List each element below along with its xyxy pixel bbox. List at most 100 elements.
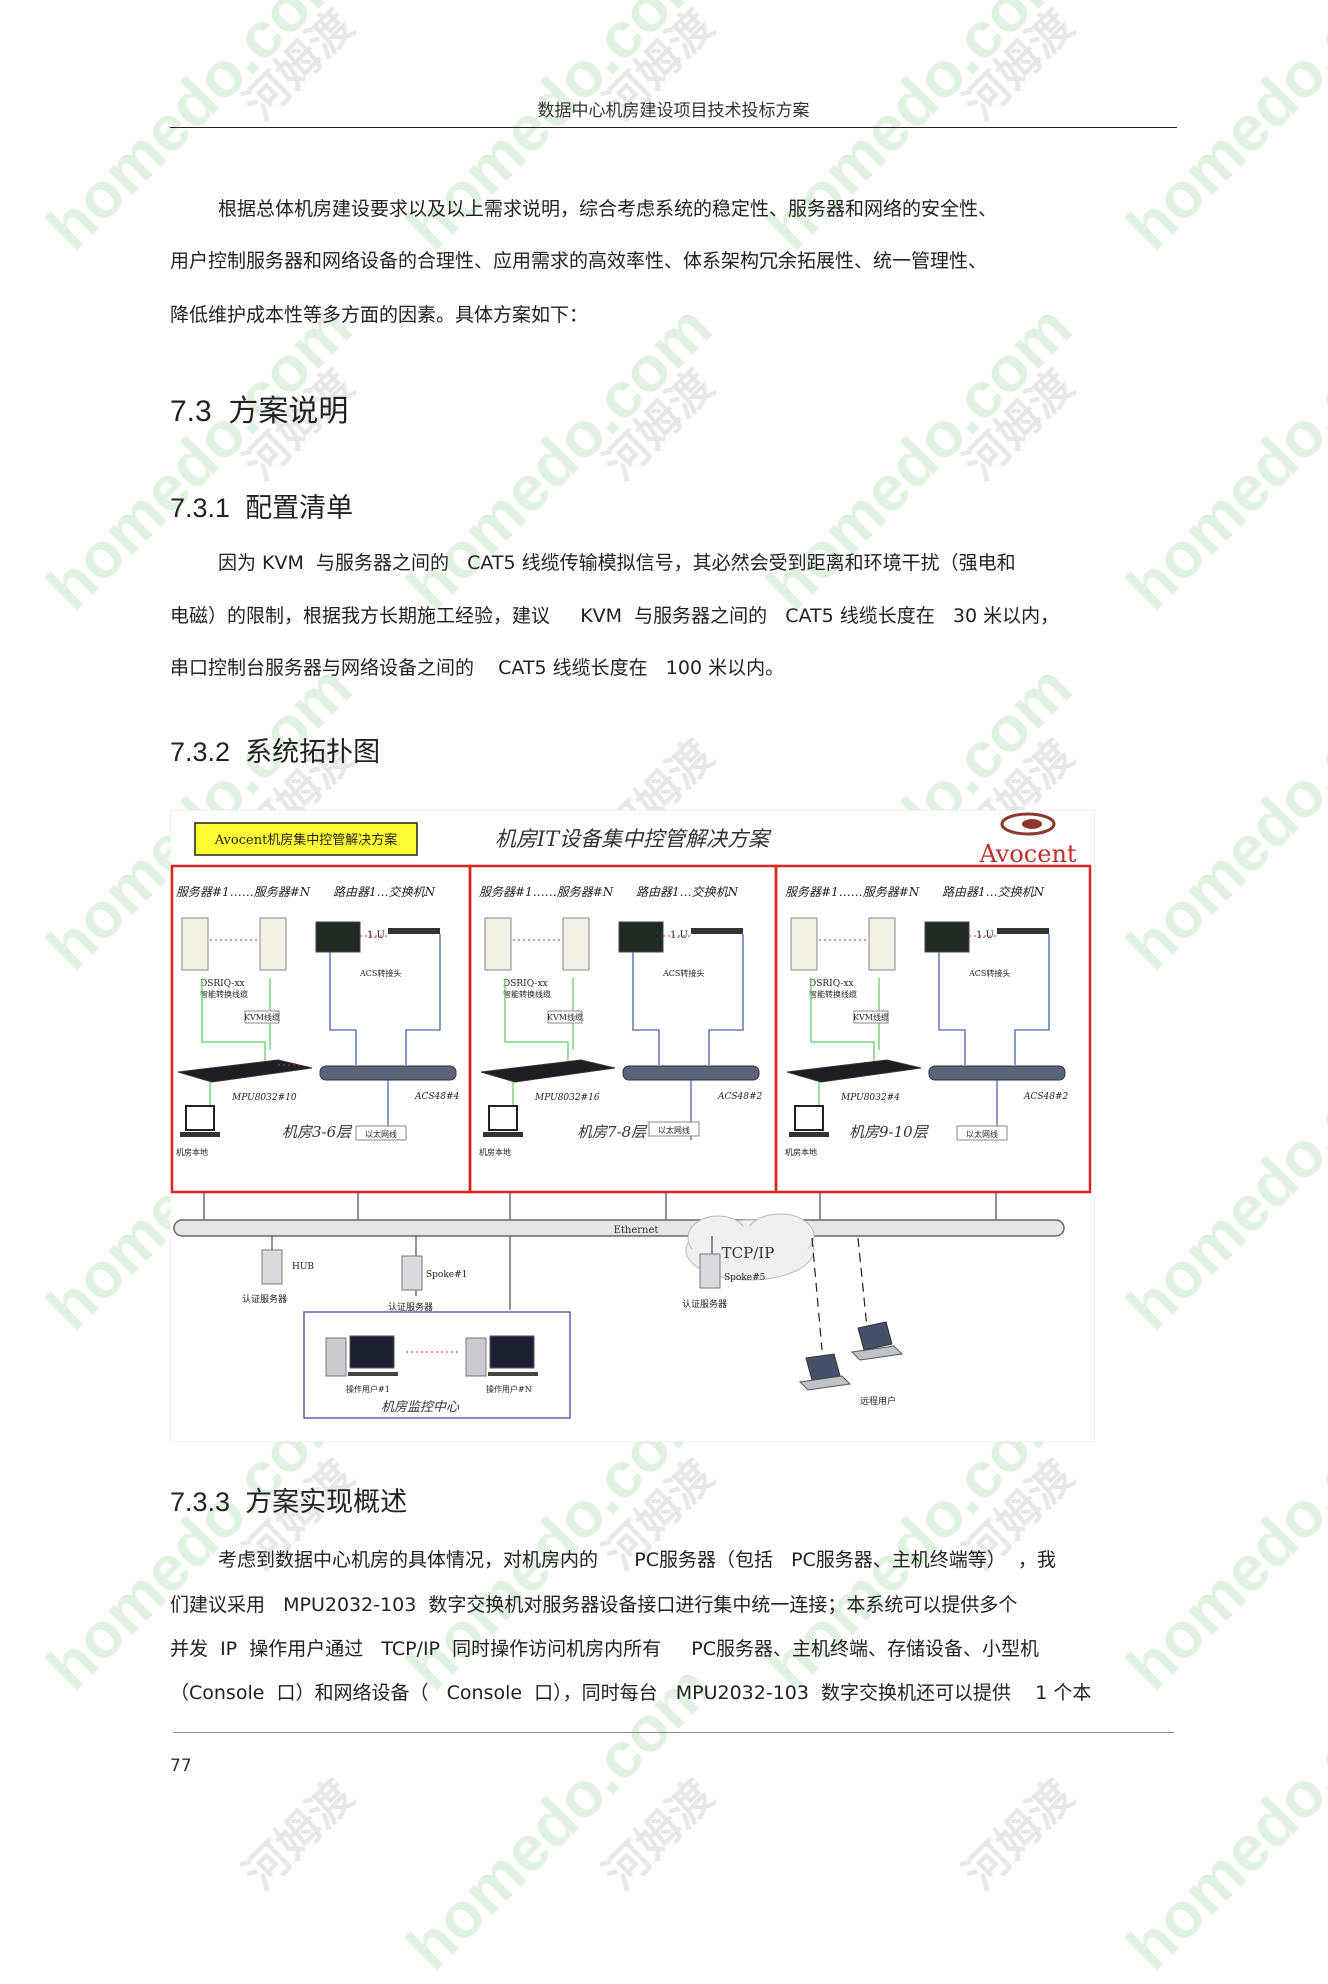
remote-link (811, 1237, 823, 1351)
dsr-sub-label: 智能转换线缆 (809, 989, 857, 999)
auth-server (699, 1253, 721, 1289)
workstation-monitor (489, 1335, 535, 1369)
avocent-logo: Avocent (978, 812, 1077, 868)
laptop-icon (805, 1353, 841, 1381)
serial-cable (938, 952, 966, 1065)
badge-text: Avocent机房集中控管解决方案 (214, 832, 398, 848)
kvm-switch (786, 1059, 922, 1083)
body-line: 们建议采用 MPU2032-103 数字交换机对服务器设备接口进行集中统一连接；… (170, 1594, 1018, 1616)
ethernet-tag-label: 以太网线 (658, 1125, 690, 1135)
local-label: 机房本地 (176, 1147, 208, 1157)
section-title: 系统拓扑图 (245, 737, 381, 767)
intro-line: 用户控制服务器和网络设备的合理性、应用需求的高效率性、体系架构冗余拓展性、统一管… (170, 250, 988, 272)
brand-text: Avocent (978, 840, 1076, 868)
section-number: 7.3.1 (170, 493, 231, 523)
hub-label: HUB (292, 1262, 314, 1272)
watermark-text: homedo.com (392, 0, 726, 264)
diagram-frame (170, 810, 1095, 1442)
acs-head-label: ACS转接头 (662, 968, 704, 978)
kvm-cable (810, 978, 875, 1068)
zone-2: 服务器#1……服务器#N 路由器1…交换机N DSRIQ-xx 智能转换线缆 1… (479, 885, 763, 1157)
ethernet-tag (956, 1125, 1008, 1141)
kvm-cable-label: KVM线缆 (547, 1012, 583, 1022)
acs-server (622, 1065, 760, 1081)
kvm-cable-tag (244, 1010, 280, 1024)
section-title: 方案说明 (228, 395, 349, 428)
section-title: 配置清单 (245, 493, 354, 523)
local-monitor (794, 1105, 824, 1131)
room-label: 机房3-6层 (282, 1123, 353, 1141)
watermark-text: homedo.com (1112, 0, 1328, 264)
routers-label: 路由器1…交换机N (636, 885, 739, 899)
room-label: 机房7-8层 (577, 1123, 648, 1141)
page-number: 77 (170, 1756, 192, 1776)
servers-label: 服务器#1……服务器#N (176, 885, 311, 899)
body-line: 因为 KVM 与服务器之间的 CAT5 线缆传输模拟信号，其必然会受到距离和环境… (218, 552, 1016, 574)
hub-device (261, 1249, 283, 1285)
laptop-icon (857, 1321, 893, 1351)
dsr-sub-label: 智能转换线缆 (503, 989, 551, 999)
local-keyboard (180, 1132, 220, 1137)
local-monitor (185, 1105, 215, 1131)
topology-diagram: Avocent机房集中控管解决方案 机房IT设备集中控管解决方案 Avocent… (170, 810, 1095, 1442)
acs-model: ACS48#2 (717, 1092, 763, 1102)
watermark-text: 河姆渡 (954, 360, 1084, 490)
local-label: 机房本地 (479, 1147, 511, 1157)
datacenter-zones (170, 864, 1092, 1194)
switch-device (691, 928, 743, 934)
auth-server-label: 认证服务器 (388, 1301, 433, 1313)
monitoring-center: 操作用户#1 操作用户#N 机房监控中心 (303, 1311, 571, 1419)
body-line: 考虑到数据中心机房的具体情况，对机房内的 PC服务器（包括 PC服务器、主机终端… (218, 1549, 1056, 1571)
local-monitor (488, 1105, 518, 1131)
intro-line: 根据总体机房建设要求以及以上需求说明，综合考虑系统的稳定性、服务器和网络的安全性… (218, 198, 998, 220)
kvm-cable (201, 978, 266, 1068)
body-line: 并发 IP 操作用户通过 TCP/IP 同时操作访问机房内所有 PC服务器、主机… (170, 1638, 1040, 1660)
kvm-switch (480, 1059, 616, 1083)
acs-model: ACS48#2 (1023, 1092, 1069, 1102)
acs-server (319, 1065, 457, 1081)
section-heading-7-3: 7.3 方案说明 (170, 386, 348, 430)
kvm-cable-tag (853, 1010, 889, 1024)
intro-line: 降低维护成本性等多方面的因素。具体方案如下： (170, 304, 589, 326)
watermark-text: homedo.com (1112, 290, 1328, 624)
operator-label: 操作用户#N (486, 1384, 532, 1394)
serial-cable (405, 934, 441, 1065)
server-tower (868, 917, 896, 971)
local-keyboard (789, 1132, 829, 1137)
serial-cable (1014, 934, 1050, 1065)
server-tower (484, 917, 512, 971)
routers-label: 路由器1…交换机N (333, 885, 436, 899)
remote-user-label: 远程用户 (860, 1395, 896, 1407)
body-line: （Console 口）和网络设备（ Console 口），同时每台 MPU203… (170, 1682, 1092, 1704)
serial-cable (632, 952, 660, 1065)
ethernet-backbone: Ethernet (173, 1219, 1065, 1237)
lower-devices: HUB 认证服务器 Spoke#1 认证服务器 Spoke#5 认证服务器 远程… (242, 1236, 904, 1407)
acs-model: ACS48#4 (414, 1092, 460, 1102)
workstation-tower (465, 1337, 487, 1377)
operator-label: 操作用户#1 (346, 1384, 390, 1394)
auth-server (401, 1255, 423, 1291)
remote-link (857, 1237, 869, 1339)
watermark-text: homedo.com (1112, 650, 1328, 984)
zone-box (774, 864, 1092, 1194)
acs-server (928, 1065, 1066, 1081)
kvm-cable-label: KVM线缆 (244, 1012, 280, 1022)
spoke-label: Spoke#1 (426, 1270, 467, 1280)
server-tower (181, 917, 209, 971)
watermark-text: 河姆渡 (594, 360, 724, 490)
switch-device (388, 928, 440, 934)
workstation-keyboard (348, 1372, 398, 1376)
watermark-text: 河姆渡 (954, 1770, 1084, 1900)
body-line: 串口控制台服务器与网络设备之间的 CAT5 线缆长度在 100 米以内。 (170, 657, 785, 679)
acs-head-label: ACS转接头 (968, 968, 1010, 978)
router-device (924, 921, 970, 953)
local-label: 机房本地 (785, 1147, 817, 1157)
workstation-monitor (349, 1335, 395, 1369)
section-heading-7-3-2: 7.3.2 系统拓扑图 (170, 730, 380, 769)
running-header: 数据中心机房建设项目技术投标方案 (537, 101, 810, 121)
section-number: 7.3 (170, 395, 212, 428)
server-tower (790, 917, 818, 971)
kvm-cable-label: KVM线缆 (853, 1012, 889, 1022)
kvm-cable-tag (547, 1010, 583, 1024)
serial-cable (329, 952, 357, 1065)
